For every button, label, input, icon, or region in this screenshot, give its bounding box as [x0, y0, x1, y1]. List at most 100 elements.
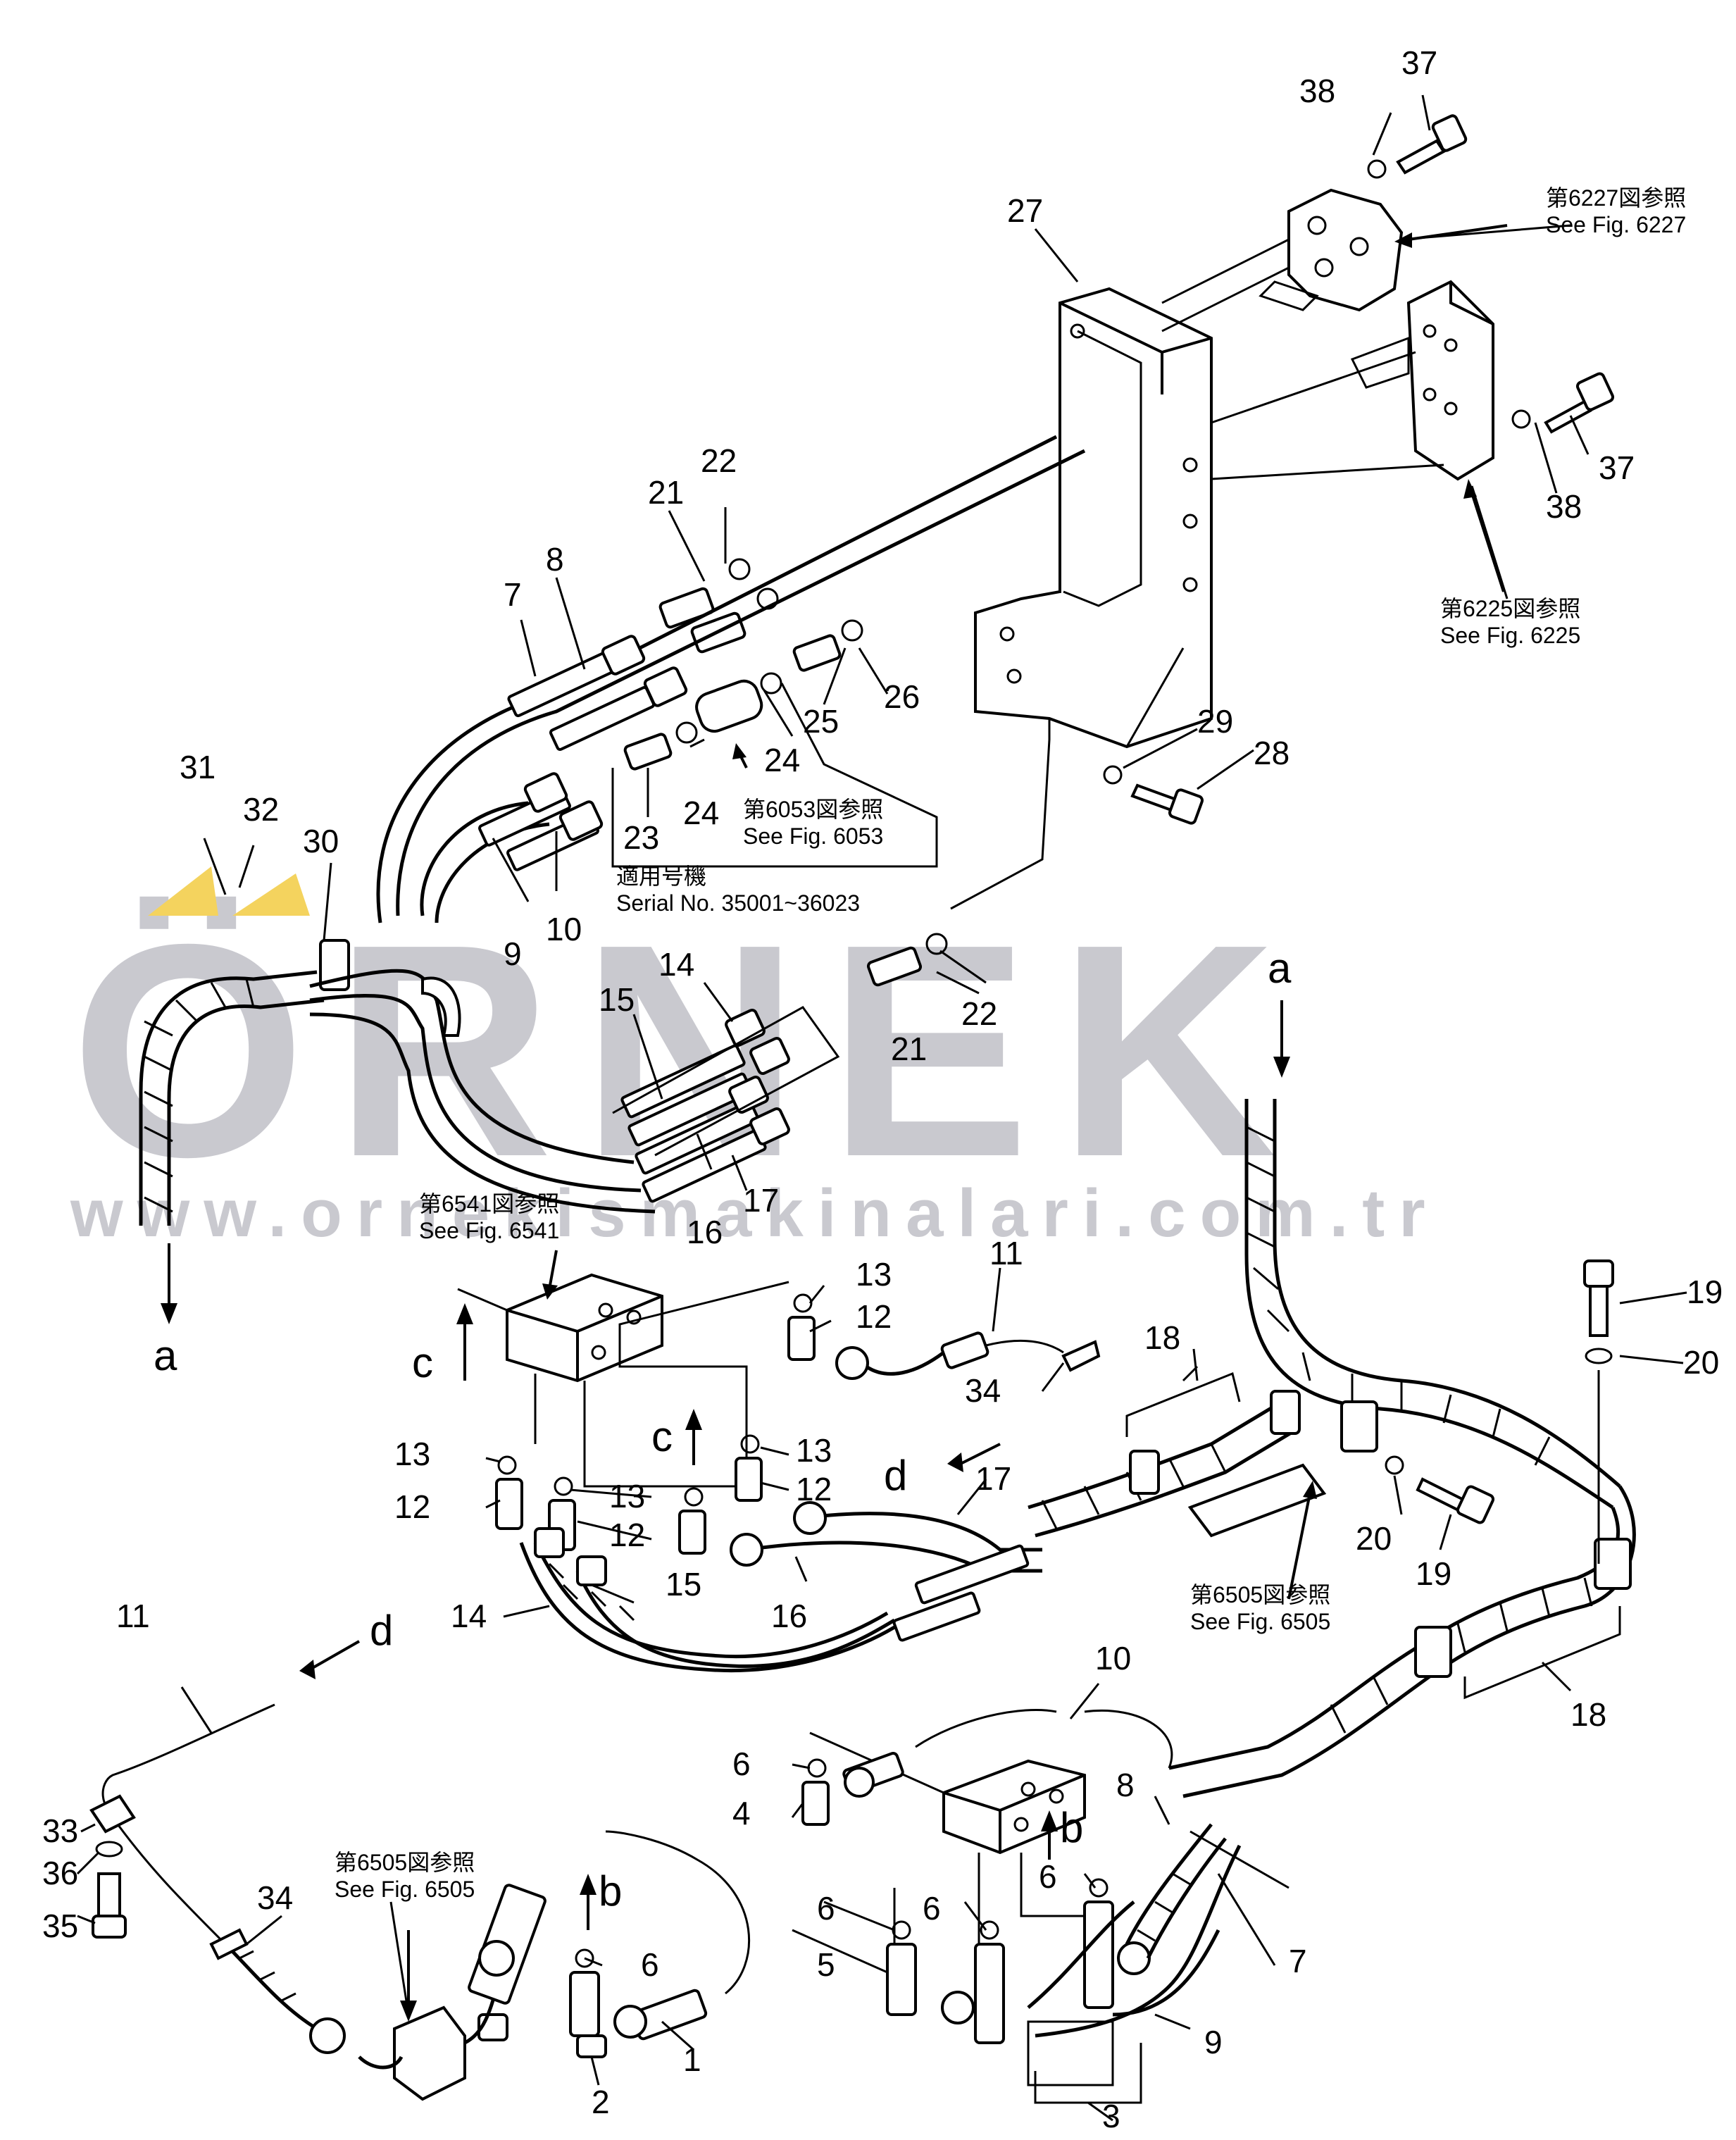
callout-6: 6	[641, 1946, 659, 1983]
callout-20: 20	[1683, 1344, 1719, 1381]
callout-35: 35	[42, 1908, 78, 1944]
ref-6505-jp: 第6505図参照	[335, 1850, 475, 1875]
callout-6: 6	[817, 1890, 835, 1927]
callout-6: 6	[923, 1890, 941, 1927]
ref-6505-jp: 第6505図参照	[1190, 1582, 1330, 1607]
connector-c-right: c	[651, 1413, 673, 1460]
serial-note-jp: 適用号機	[616, 864, 706, 889]
callout-10: 10	[546, 911, 582, 947]
fittings-upper-center	[611, 558, 948, 987]
callout-38: 38	[1299, 73, 1335, 109]
ref-6053-en: See Fig. 6053	[743, 823, 883, 849]
ref-6505-en: See Fig. 6505	[335, 1877, 475, 1902]
callout-13: 13	[609, 1478, 645, 1514]
callout-11: 11	[116, 1598, 150, 1634]
callout-4: 4	[732, 1795, 751, 1831]
callout-33: 33	[42, 1812, 78, 1849]
ref-6541-en: See Fig. 6541	[419, 1218, 559, 1243]
callout-3: 3	[1102, 2098, 1120, 2134]
connector-b-right: b	[1060, 1804, 1083, 1851]
callout-22: 22	[961, 995, 997, 1032]
ref-6505-en: See Fig. 6505	[1190, 1609, 1330, 1634]
valve-block-6227	[1161, 188, 1404, 332]
callout-2: 2	[592, 2084, 610, 2120]
callout-19: 19	[1687, 1274, 1723, 1310]
connector-d-right: d	[884, 1452, 907, 1499]
callout-27: 27	[1007, 192, 1043, 229]
callout-7: 7	[1289, 1943, 1307, 1979]
callout-6: 6	[1039, 1858, 1057, 1895]
callout-8: 8	[1116, 1767, 1135, 1803]
callout-19: 19	[1416, 1555, 1451, 1592]
callout-21: 21	[648, 474, 684, 511]
callout-17: 17	[975, 1460, 1011, 1497]
callout-13: 13	[394, 1436, 430, 1472]
ref-6227-en: See Fig. 6227	[1546, 212, 1686, 237]
hoses-7-10-lower	[1027, 1823, 1289, 2038]
callout-34: 34	[257, 1879, 293, 1916]
watermark-accent-icon	[232, 873, 310, 916]
callout-25: 25	[803, 703, 839, 740]
connector-arrows	[161, 224, 1508, 2022]
callout-12: 12	[796, 1471, 832, 1507]
serial-note-en: Serial No. 35001~36023	[616, 890, 860, 916]
fittings-12-13-left	[495, 1293, 816, 1555]
callout-11: 11	[989, 1235, 1023, 1271]
valve-block-lower	[809, 1709, 1173, 1965]
callout-12: 12	[856, 1298, 892, 1335]
hose-11-lower	[89, 1703, 346, 2054]
callout-17: 17	[743, 1182, 779, 1219]
callout-10: 10	[1095, 1640, 1131, 1676]
connector-b-left: b	[599, 1867, 622, 1915]
callout-18: 18	[1570, 1696, 1606, 1733]
connector-a-bottom: a	[154, 1332, 177, 1379]
callout-7: 7	[504, 576, 522, 613]
callout-20: 20	[1356, 1520, 1392, 1557]
callout-18: 18	[1144, 1319, 1180, 1356]
callout-32: 32	[243, 791, 279, 828]
callout-16: 16	[687, 1214, 723, 1250]
bolt-19-lower	[1385, 1455, 1495, 1524]
callout-24: 24	[764, 742, 800, 778]
callout-22: 22	[701, 442, 737, 479]
callout-13: 13	[796, 1432, 832, 1469]
callout-37: 37	[1599, 449, 1635, 486]
callout-16: 16	[771, 1598, 807, 1634]
callout-29: 29	[1197, 703, 1233, 740]
callout-31: 31	[180, 749, 216, 785]
bolt-37-lower	[1511, 372, 1615, 434]
callout-9: 9	[504, 935, 522, 972]
hoses-14-17-upper	[612, 1006, 840, 1203]
watermark: ÖRNEK www.ornekismakinalari.com.tr	[70, 866, 1425, 1251]
watermark-brand: ÖRNEK	[70, 882, 1305, 1220]
callout-30: 30	[303, 823, 339, 859]
callout-21: 21	[891, 1031, 927, 1067]
part-callouts: 37 38 27 37 38 22 21 8 7 26 25 24 24 23 …	[42, 44, 1723, 2134]
callout-12: 12	[394, 1488, 430, 1525]
ref-6225-en: See Fig. 6225	[1440, 623, 1580, 648]
callout-13: 13	[856, 1256, 892, 1293]
connector-d-left: d	[370, 1607, 393, 1654]
callout-23: 23	[623, 819, 659, 856]
bolt-28	[1103, 765, 1204, 825]
callout-15: 15	[599, 981, 635, 1018]
fittings-4-5-6-lower	[801, 1758, 1151, 2044]
ref-6227-jp: 第6227図参照	[1546, 185, 1686, 211]
hoses-upper	[376, 435, 1086, 923]
callout-15: 15	[666, 1566, 701, 1603]
bracket-assembly-27	[974, 287, 1213, 749]
callout-28: 28	[1254, 735, 1289, 771]
callout-24: 24	[683, 795, 719, 831]
callout-12: 12	[609, 1517, 645, 1553]
hoses-14-17-lower	[519, 1501, 1042, 1673]
valve-block-6225	[1211, 280, 1494, 481]
figure-references: 第6227図参照 See Fig. 6227 第6225図参照 See Fig.…	[335, 185, 1686, 1902]
callout-9: 9	[1204, 2024, 1223, 2060]
ref-6053-jp: 第6053図参照	[743, 797, 883, 822]
connector-c-left: c	[412, 1339, 433, 1386]
bolt-19-upper	[1583, 1259, 1614, 1564]
callout-34: 34	[965, 1372, 1001, 1409]
ref-6541-jp: 第6541図参照	[419, 1191, 559, 1217]
